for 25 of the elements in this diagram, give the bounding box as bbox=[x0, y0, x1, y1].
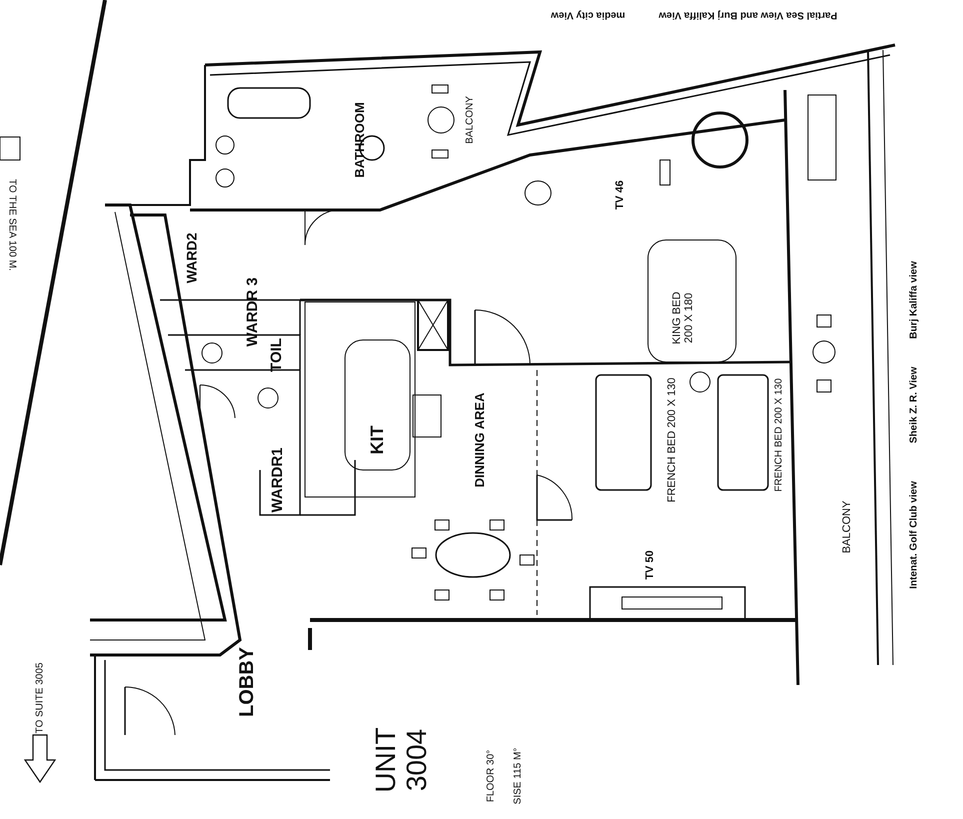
plan-label: DINNING AREA bbox=[472, 392, 488, 488]
plan-label: FRENCH BED 200 X 130 bbox=[666, 378, 678, 502]
plan-label: WARDR 3 bbox=[244, 277, 262, 347]
direction-note: TO SUITE 3005 bbox=[34, 662, 46, 734]
plan-label: TV 50 bbox=[644, 550, 656, 580]
plan-label: FRENCH BED 200 X 130 bbox=[774, 378, 784, 492]
plan-label: BALCONY bbox=[464, 96, 476, 144]
size-note: SISE 115 M° bbox=[512, 748, 524, 804]
direction-note: TO THE SEA 100 M. bbox=[6, 179, 18, 271]
plan-label: KING BED 200 X 180 bbox=[670, 290, 696, 346]
plan-label: media city View bbox=[550, 10, 626, 20]
plan-label: Partial Sea View and Burj Kaliffa View bbox=[658, 10, 838, 20]
plan-label: KIT bbox=[368, 426, 388, 454]
plan-label: TV 46 bbox=[614, 180, 626, 210]
floor-note: FLOOR 30° bbox=[486, 750, 496, 802]
plan-label: BATHROOM bbox=[352, 102, 368, 178]
plan-label: LOBBY bbox=[236, 647, 258, 717]
plan-label: WARDR1 bbox=[270, 448, 286, 512]
plan-label: BALCONY bbox=[840, 500, 854, 554]
plan-label: WARD2 bbox=[184, 232, 200, 284]
plan-label: Burj Kaliffa view bbox=[908, 261, 920, 339]
plan-label: TOIL bbox=[268, 338, 286, 372]
plan-label: Intenat. Golf Club view bbox=[908, 481, 920, 589]
plan-label: Sheik Z. R. View bbox=[908, 366, 920, 444]
unit-title: UNIT 3004 bbox=[371, 726, 433, 795]
